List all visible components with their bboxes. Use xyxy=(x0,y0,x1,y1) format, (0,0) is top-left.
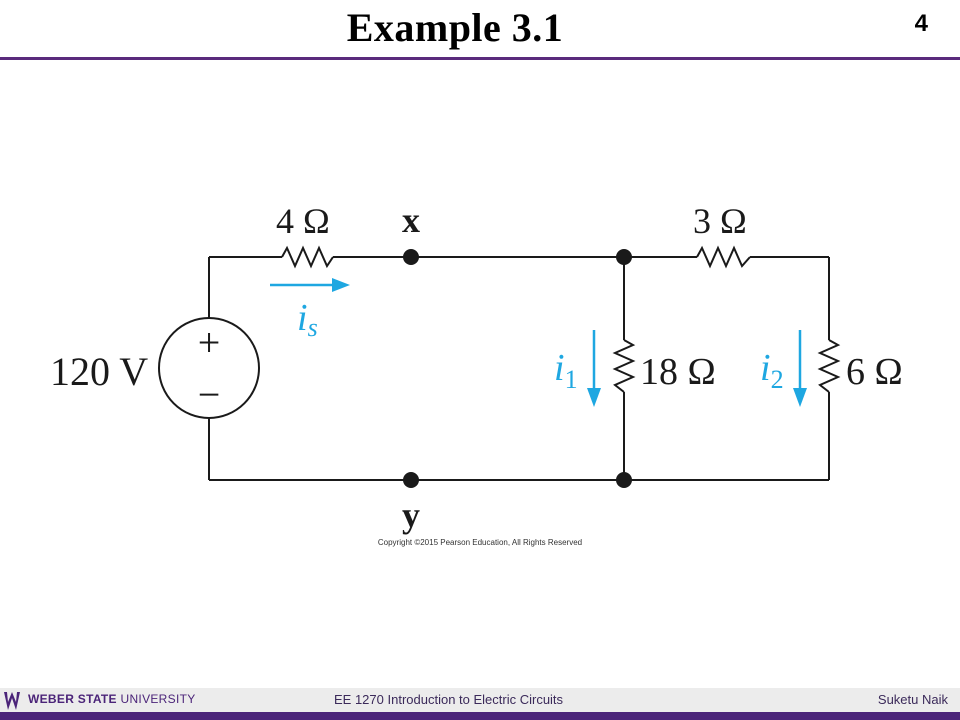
resistor-3-ohm xyxy=(696,245,751,269)
current-i2-main: i xyxy=(760,347,771,389)
circuit-nodes xyxy=(403,249,632,488)
resistor-18-ohm-label: 18 Ω xyxy=(640,351,716,393)
node-bottom-junction xyxy=(616,472,632,488)
current-is-main: i xyxy=(297,297,308,339)
node-x-dot xyxy=(403,249,419,265)
current-i1-sub: 1 xyxy=(565,365,578,394)
footer-stripe xyxy=(0,712,960,720)
current-is-sub: s xyxy=(308,313,318,342)
university-name-bold: WEBER STATE xyxy=(28,692,121,706)
resistor-6-ohm xyxy=(817,339,841,393)
current-i1-label: i1 xyxy=(554,347,578,394)
source-voltage-label: 120 V xyxy=(50,349,148,394)
wsu-logo-icon xyxy=(4,692,20,710)
current-is-label: is xyxy=(297,297,318,342)
arrow-i2-head xyxy=(793,388,807,407)
node-top-junction xyxy=(616,249,632,265)
current-i1-main: i xyxy=(554,347,565,389)
resistor-4-ohm xyxy=(281,245,334,269)
source-minus-sign: − xyxy=(198,372,221,417)
slide-number: 4 xyxy=(914,10,928,37)
university-name-light: UNIVERSITY xyxy=(120,692,196,706)
node-y-dot xyxy=(403,472,419,488)
circuit-wires xyxy=(158,245,841,481)
arrow-is-head xyxy=(332,278,350,292)
node-x-label: x xyxy=(402,200,420,240)
resistor-4-ohm-label: 4 Ω xyxy=(276,201,330,241)
title-divider xyxy=(0,57,960,60)
copyright-notice: Copyright ©2015 Pearson Education, All R… xyxy=(377,538,583,547)
node-y-label: y xyxy=(402,495,420,535)
current-i2-label: i2 xyxy=(760,347,784,394)
course-name: EE 1270 Introduction to Electric Circuit… xyxy=(334,692,564,707)
resistor-6-ohm-label: 6 Ω xyxy=(846,351,903,393)
resistor-3-ohm-label: 3 Ω xyxy=(693,201,747,241)
author-name: Suketu Naik xyxy=(877,692,948,707)
resistor-18-ohm xyxy=(612,339,636,393)
current-i2-sub: 2 xyxy=(771,365,784,394)
university-name: WEBER STATE UNIVERSITY xyxy=(28,692,196,706)
slide-title: Example 3.1 xyxy=(346,5,564,50)
voltage-source xyxy=(158,317,260,419)
source-plus-sign: + xyxy=(198,320,221,365)
current-arrows xyxy=(270,278,807,407)
arrow-i1-head xyxy=(587,388,601,407)
